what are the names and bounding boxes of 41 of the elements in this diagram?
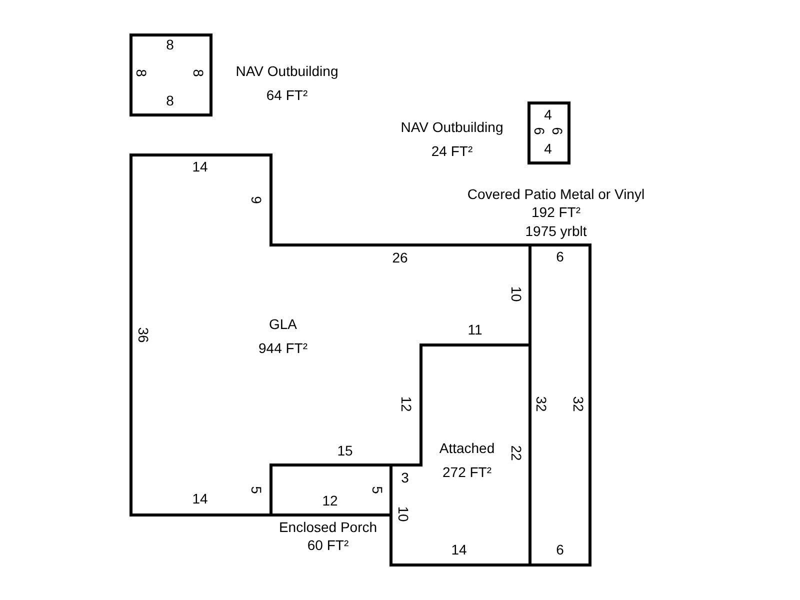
dimension-label: 36 [136,327,150,343]
area-name: Attached [439,440,495,456]
dimension-label: 11 [468,322,482,338]
dimension-label: 12 [398,396,414,412]
dimension-label: 5 [370,486,384,494]
dimension-label: 8 [166,38,174,52]
dimension-label: 8 [166,94,174,108]
dimension-label: 32 [570,396,586,412]
dimension-label: 4 [544,142,552,156]
dimension-label: 22 [508,445,524,461]
dimension-label: 4 [544,108,552,122]
area-size: 192 FT² [532,204,580,220]
dimension-label: 14 [451,542,467,558]
dimension-label: 5 [248,486,264,494]
area-size: 944 FT² [258,340,308,356]
area-name: NAV Outbuilding [236,63,338,79]
dimension-label: 9 [248,196,264,204]
area-name: Enclosed Porch [278,519,378,535]
area-name: GLA [269,316,297,332]
dimension-label: 12 [322,494,338,508]
dimension-label: 6 [556,250,564,264]
area-name: Covered Patio Metal or Vinyl [467,186,645,202]
dimension-label: 8 [190,69,206,77]
dimension-label: 14 [192,492,208,506]
area-name: NAV Outbuilding [400,119,504,135]
dimension-label: 6 [550,127,564,135]
dimension-label: 15 [337,444,353,458]
dimension-label: 14 [192,160,208,174]
dimension-label: 26 [392,250,408,266]
area-size: 24 FT² [431,143,473,159]
dimension-label: 8 [134,69,148,77]
area-size: 64 FT² [266,87,308,103]
dimension-label: 6 [556,542,564,558]
dimension-label: 10 [396,506,410,522]
area-size: 60 FT² [307,537,349,553]
year-built: 1975 yrblt [525,223,587,239]
dimension-label: 6 [532,127,546,135]
area-size: 272 FT² [442,464,492,480]
dimension-label: 10 [508,286,524,302]
dimension-label: 3 [401,470,409,486]
dimension-label: 32 [534,396,548,412]
